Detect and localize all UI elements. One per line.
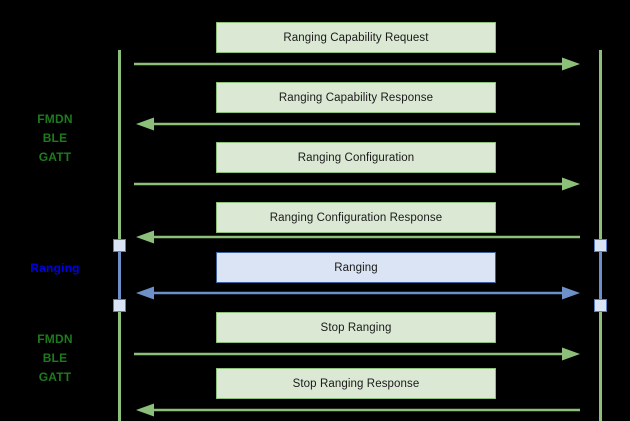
message-arrow-ranging-capability-response xyxy=(136,117,580,131)
message-box-ranging-configuration-response: Ranging Configuration Response xyxy=(216,202,496,233)
activation-bar-left xyxy=(118,245,121,305)
message-arrow-ranging-capability-request xyxy=(134,57,580,71)
activation-node-left-bottom xyxy=(113,299,126,312)
message-arrow-ranging-configuration xyxy=(134,177,580,191)
message-box-ranging-configuration: Ranging Configuration xyxy=(216,142,496,173)
message-arrow-stop-ranging xyxy=(134,347,580,361)
message-box-ranging: Ranging xyxy=(216,252,496,283)
phase-label-fmdn-ble-gatt-top: FMDN BLE GATT xyxy=(37,112,73,164)
phase-label-ranging: Ranging xyxy=(30,261,80,275)
message-arrow-stop-ranging-response xyxy=(136,403,580,417)
activation-node-right-bottom xyxy=(594,299,607,312)
lifeline-right-lower xyxy=(599,305,602,421)
phase-label-fmdn-ble-gatt-bottom: FMDN BLE GATT xyxy=(37,332,73,384)
activation-bar-right xyxy=(599,245,602,305)
activation-node-right-top xyxy=(594,239,607,252)
lifeline-right-upper xyxy=(599,50,602,245)
message-arrow-ranging-configuration-response xyxy=(136,230,580,244)
lifeline-left-lower xyxy=(118,305,121,421)
message-box-stop-ranging-response: Stop Ranging Response xyxy=(216,368,496,399)
message-arrow-ranging-bidirectional xyxy=(136,286,580,300)
activation-node-left-top xyxy=(113,239,126,252)
message-box-ranging-capability-response: Ranging Capability Response xyxy=(216,82,496,113)
lifeline-left-upper xyxy=(118,50,121,245)
message-box-stop-ranging: Stop Ranging xyxy=(216,312,496,343)
message-box-ranging-capability-request: Ranging Capability Request xyxy=(216,22,496,53)
